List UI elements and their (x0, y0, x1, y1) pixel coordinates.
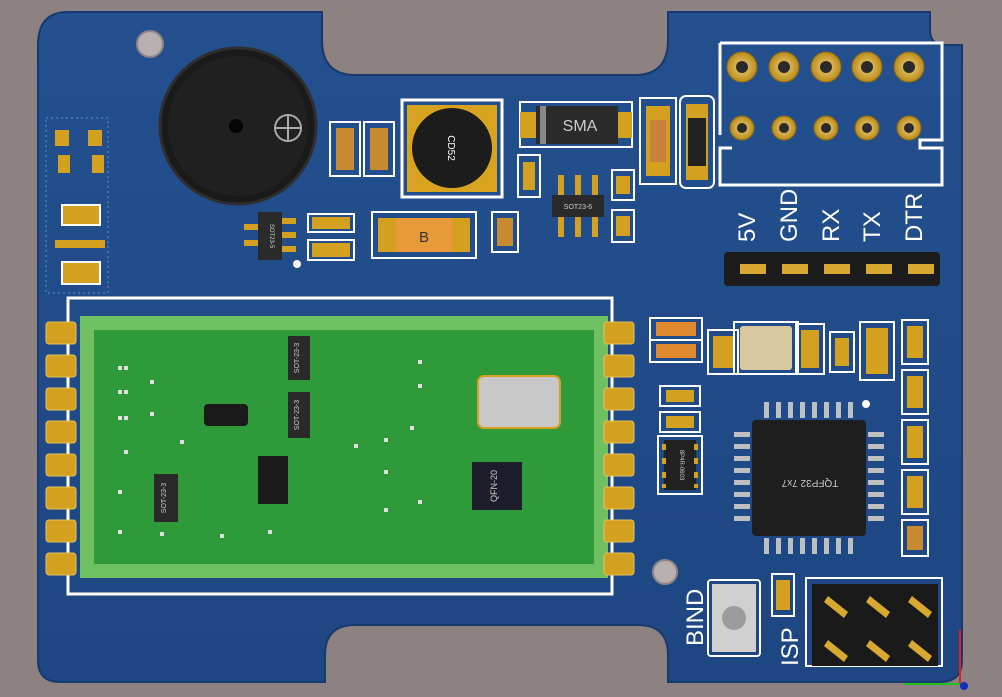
passive-components (649, 317, 929, 557)
mounting-hole (136, 30, 164, 58)
diode-small (679, 95, 715, 189)
pin-label-dtr: DTR (901, 193, 928, 242)
isp-header (771, 573, 943, 667)
inductor-cd52: CD52 (400, 98, 504, 199)
pin-label-gnd: GND (776, 189, 803, 242)
inductor-label: CD52 (445, 135, 456, 161)
header-pin-labels: 5V GND RX TX DTR (734, 189, 928, 242)
rf-module: QFN-20 SOT-23-3 SOT-23-3 SOT-23-3 (45, 296, 635, 596)
pin-label-5v: 5V (734, 213, 761, 242)
fuse: B (371, 211, 477, 259)
axis-triad-icon (904, 630, 968, 690)
capacitor (491, 169, 635, 253)
fuse-label: B (419, 229, 429, 246)
diode-label: SMA (563, 118, 598, 135)
bind-label: BIND (682, 589, 709, 646)
ic-tqfp32: TQFP32 7x7 (734, 400, 884, 554)
sot23-3-label-b: SOT-23-3 (294, 400, 301, 430)
pin-header-top (718, 41, 944, 187)
pin-label-tx: TX (859, 211, 886, 242)
isp-label: ISP (777, 627, 804, 666)
tqfp-label: TQFP32 7x7 (781, 477, 838, 488)
qfn-label: QFN-20 (489, 470, 499, 502)
ic-sot23-5: SOT23-5 (244, 212, 301, 268)
sot23-6-label: SOT23-6 (564, 204, 593, 211)
bind-button[interactable] (707, 579, 761, 657)
sot23-3-label-c: SOT-23-3 (161, 483, 168, 513)
capacitor (329, 121, 395, 177)
pin-label-rx: RX (818, 209, 845, 242)
diode-sma: SMA (519, 101, 633, 148)
sot23-3-label-a: SOT-23-3 (294, 343, 301, 373)
pin-header-horizontal (724, 252, 940, 286)
ic-sot23-6: SOT23-6 (517, 154, 604, 237)
capacitor (639, 97, 677, 185)
antenna-area (45, 117, 109, 294)
buzzer-icon (158, 46, 318, 206)
resistor-array-label: 8P4R-0603 (678, 450, 684, 481)
resistor-array: 8P4R-0603 (657, 435, 703, 495)
mounting-hole (652, 559, 678, 585)
sot23-5-label: SOT23-5 (268, 224, 274, 249)
resistor (307, 213, 355, 261)
